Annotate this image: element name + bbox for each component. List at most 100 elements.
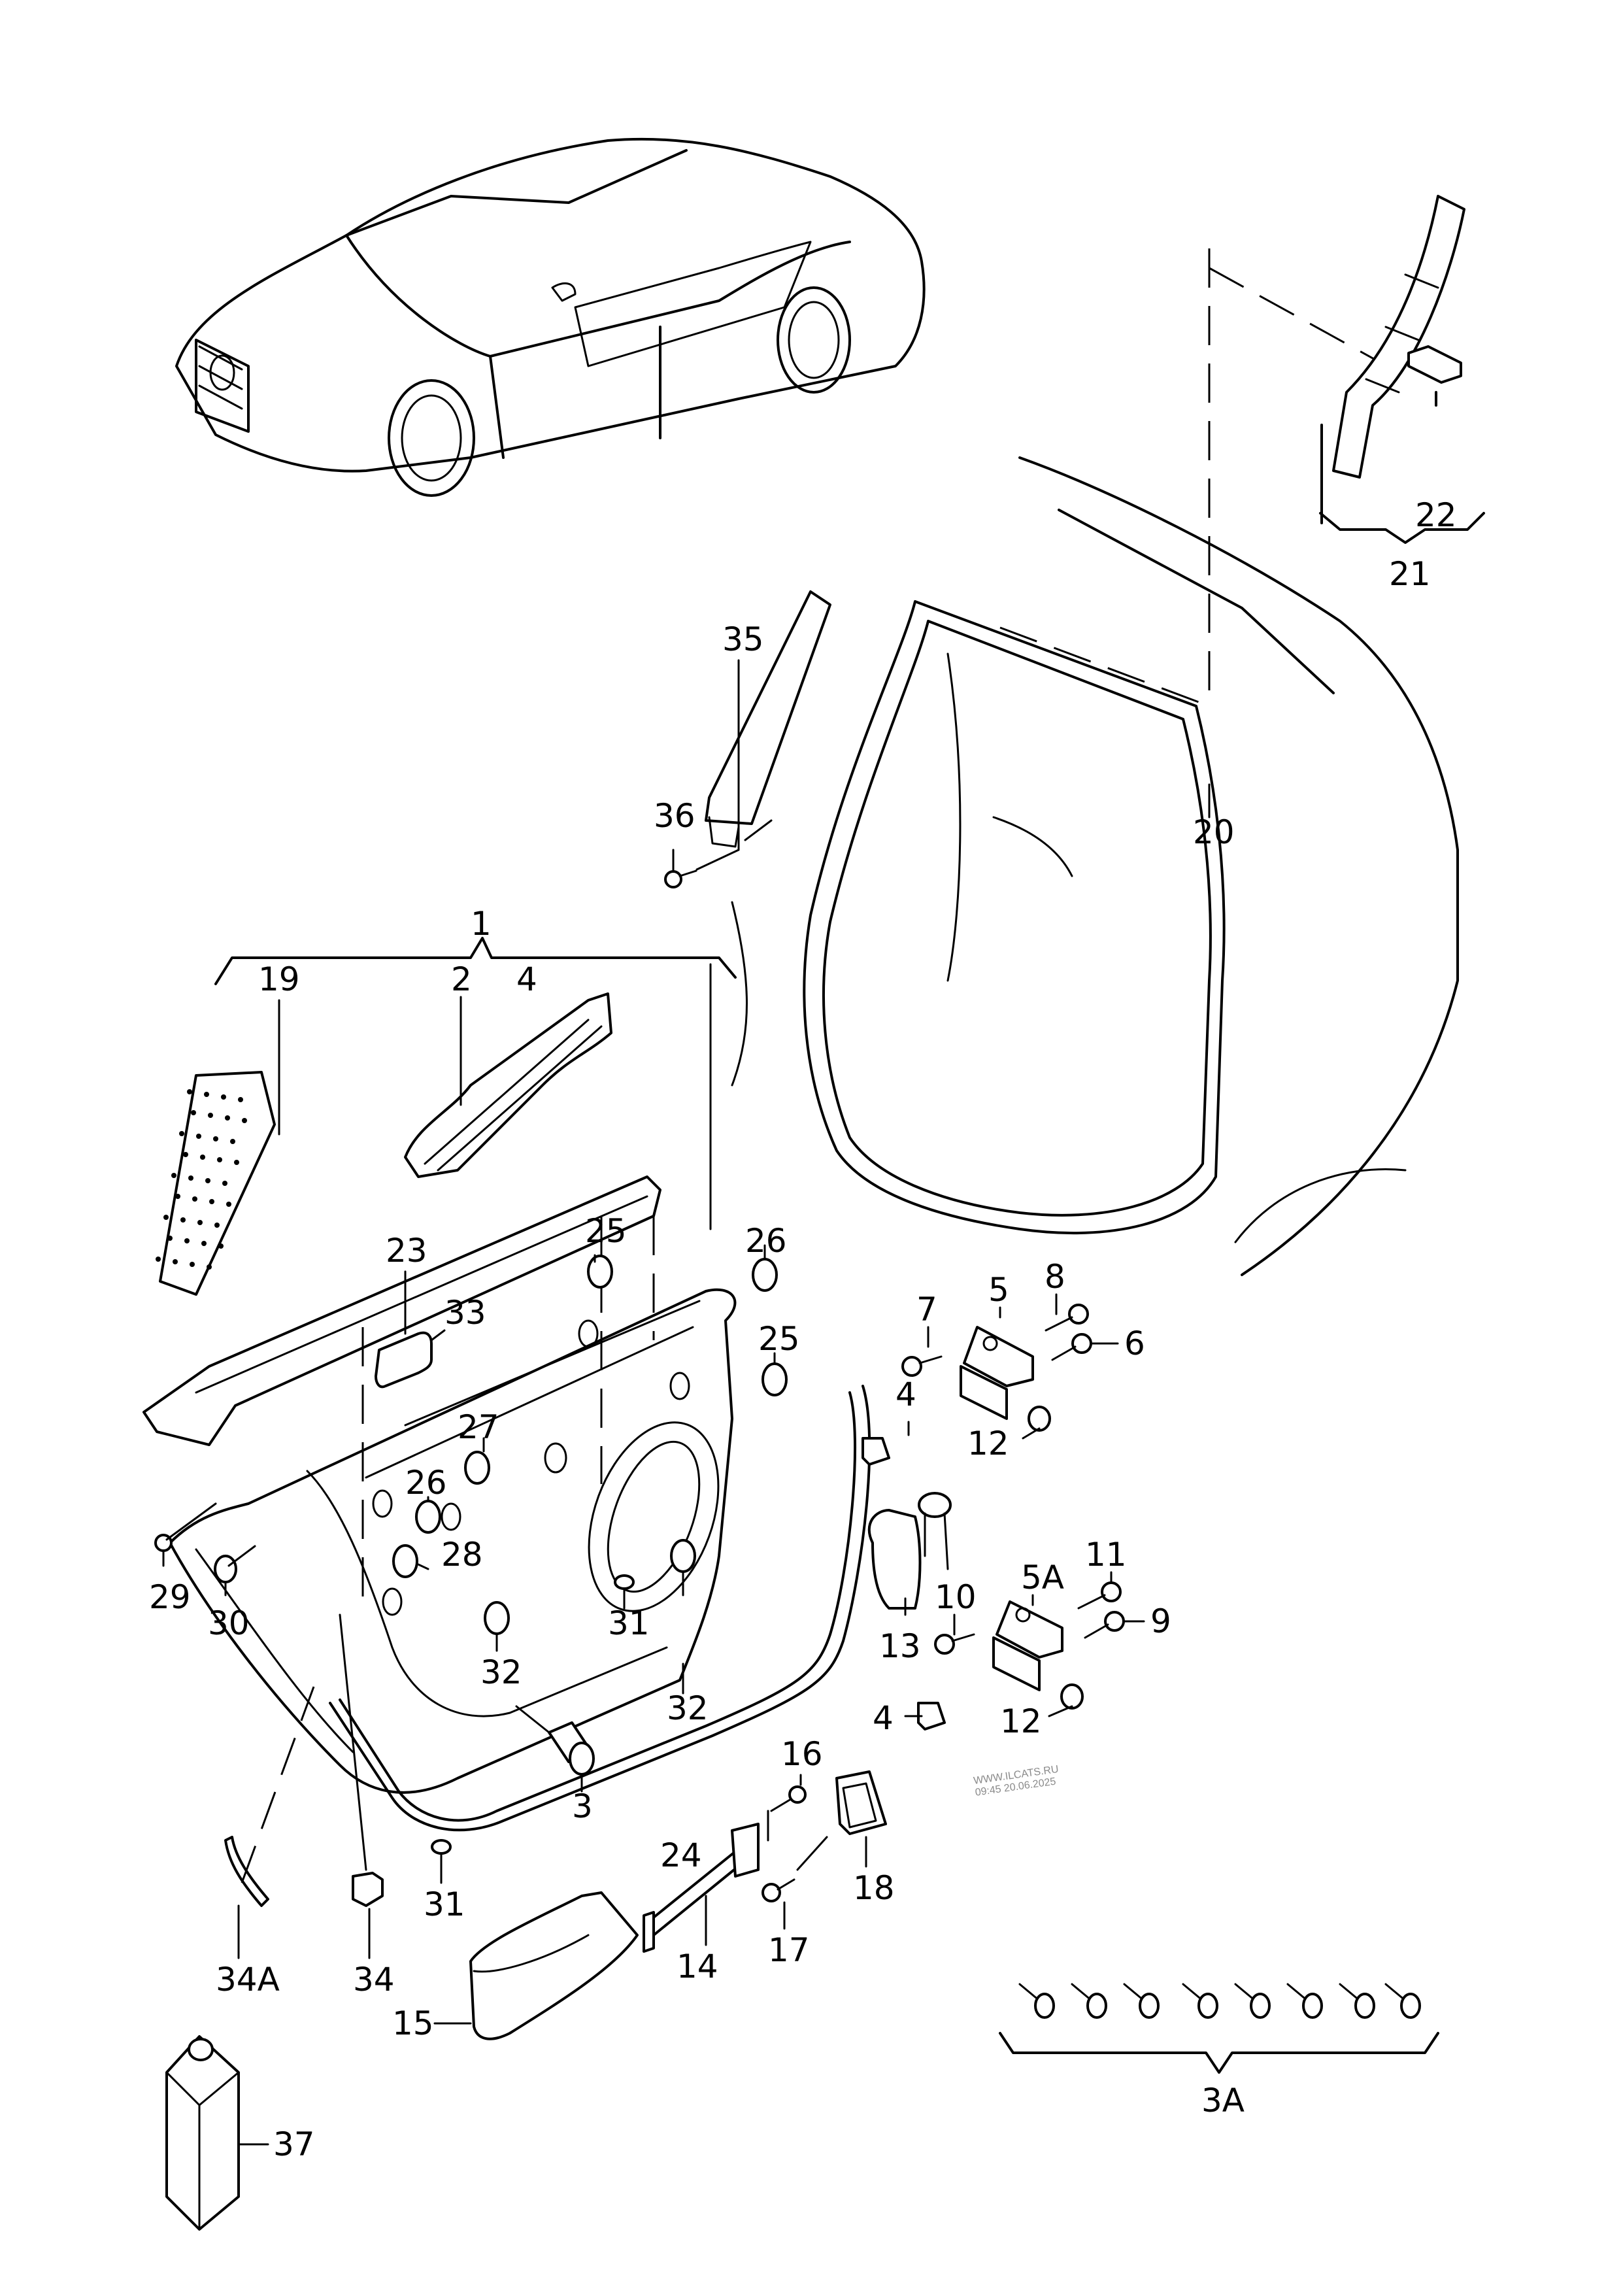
grommet-31b <box>431 1839 452 1855</box>
callout-23: 23 <box>386 1232 427 1270</box>
part-5-hinge <box>960 1326 1034 1420</box>
bracket-1 <box>214 937 737 985</box>
callout-4: 4 <box>516 960 537 998</box>
grommet-32b <box>484 1601 510 1635</box>
panel-dot <box>225 1115 230 1121</box>
part-36-screw <box>664 869 697 888</box>
part-21-rail <box>1332 195 1465 479</box>
panel-dot <box>218 1243 224 1249</box>
panel-dot <box>221 1094 226 1100</box>
part-6-bolt <box>1051 1333 1092 1361</box>
callout-36: 36 <box>654 797 695 835</box>
callout-6: 6 <box>1124 1325 1145 1362</box>
callout-28: 28 <box>441 1536 483 1574</box>
leader-lines <box>162 659 1211 2146</box>
part-4a-clip <box>862 1437 890 1466</box>
part-2-window-guide <box>404 992 612 1178</box>
panel-dot <box>175 1194 180 1199</box>
panel-dot <box>201 1241 207 1246</box>
grommet-27 <box>464 1451 490 1485</box>
callout-3: 3 <box>572 1787 593 1825</box>
part-19-insulation-panel <box>156 1071 276 1296</box>
callout-17: 17 <box>768 1931 810 1969</box>
callout-12: 12 <box>1000 1702 1042 1740</box>
callout-13: 13 <box>879 1627 921 1665</box>
callout-5: 5 <box>988 1271 1009 1309</box>
callout-22: 22 <box>1415 496 1457 534</box>
panel-dot <box>226 1202 231 1207</box>
callout-2: 2 <box>451 960 472 998</box>
callout-27: 27 <box>458 1408 499 1446</box>
callout-35: 35 <box>722 620 764 658</box>
panel-dot <box>190 1262 195 1267</box>
panel-dot <box>213 1136 218 1141</box>
callout-7: 7 <box>916 1291 937 1328</box>
part-35-trim <box>705 590 831 848</box>
panel-dot <box>183 1152 188 1157</box>
panel-dot <box>192 1196 197 1202</box>
fastener-item <box>1286 1983 1323 2019</box>
panel-dot <box>222 1181 227 1186</box>
front-wheel <box>388 379 475 497</box>
part-12b-cap <box>1060 1683 1084 1710</box>
panel-dot <box>209 1199 214 1204</box>
callout-26: 26 <box>745 1222 787 1260</box>
panel-dot <box>214 1223 220 1228</box>
part-34A-strip <box>224 1836 269 1907</box>
part-34-clip <box>352 1872 384 1907</box>
callout-labels: 1 2 3 3A 4 4 4 5 5A 6 7 8 9 10 11 12 12 … <box>149 496 1457 2163</box>
callout-10: 10 <box>935 1578 977 1616</box>
fastener-item <box>1182 1983 1218 2019</box>
grommet-31a <box>614 1574 635 1590</box>
part-33-cover <box>375 1331 433 1389</box>
part-10-bolt <box>934 1633 975 1655</box>
part-7-bolt <box>901 1355 943 1377</box>
panel-dot <box>196 1134 201 1139</box>
grommet-26b <box>415 1500 441 1534</box>
mirror <box>551 282 577 302</box>
car-grille <box>198 345 243 410</box>
fastener-item <box>1234 1983 1271 2019</box>
panel-dot <box>167 1236 173 1241</box>
panel-dot <box>205 1178 210 1183</box>
part-16-screw <box>770 1785 807 1812</box>
part-9-bolt <box>1084 1611 1125 1639</box>
door-shell <box>169 1288 737 1794</box>
grommet-30 <box>214 1555 237 1583</box>
panel-dot <box>234 1160 239 1165</box>
panel-dot <box>242 1118 247 1123</box>
grommet-25b <box>761 1362 788 1396</box>
panel-dot <box>187 1089 192 1094</box>
callout-5A: 5A <box>1021 1559 1064 1596</box>
door-seal-20 <box>822 620 1212 1217</box>
callout-1: 1 <box>471 905 492 943</box>
part-8-bolt <box>1045 1304 1089 1332</box>
part-18-seal <box>835 1770 887 1835</box>
grommet-26a <box>752 1258 778 1292</box>
callout-14: 14 <box>677 1948 718 1985</box>
part-22-clip <box>1407 345 1462 384</box>
callout-31: 31 <box>608 1604 650 1642</box>
panel-dot <box>173 1259 178 1264</box>
callout-19: 19 <box>258 960 300 998</box>
part-15-cover <box>469 1891 639 2040</box>
panel-dot <box>204 1092 209 1097</box>
callout-15: 15 <box>392 2004 434 2042</box>
panel-dot <box>179 1131 184 1136</box>
callout-32: 32 <box>667 1689 709 1727</box>
callout-24: 24 <box>660 1836 702 1874</box>
callout-11: 11 <box>1085 1536 1127 1574</box>
part-37-container <box>165 2035 240 2231</box>
speaker-opening <box>588 1421 720 1612</box>
callout-12: 12 <box>967 1425 1009 1462</box>
part-3-buffer <box>548 1721 595 1776</box>
callout-30: 30 <box>208 1604 250 1642</box>
fastener-item <box>1384 1983 1421 2019</box>
panel-dot <box>188 1175 193 1181</box>
panel-dot <box>180 1217 186 1223</box>
callout-34A: 34A <box>216 1961 280 1999</box>
callout-32: 32 <box>480 1653 522 1691</box>
callout-29: 29 <box>149 1578 191 1616</box>
callout-31: 31 <box>424 1885 465 1923</box>
